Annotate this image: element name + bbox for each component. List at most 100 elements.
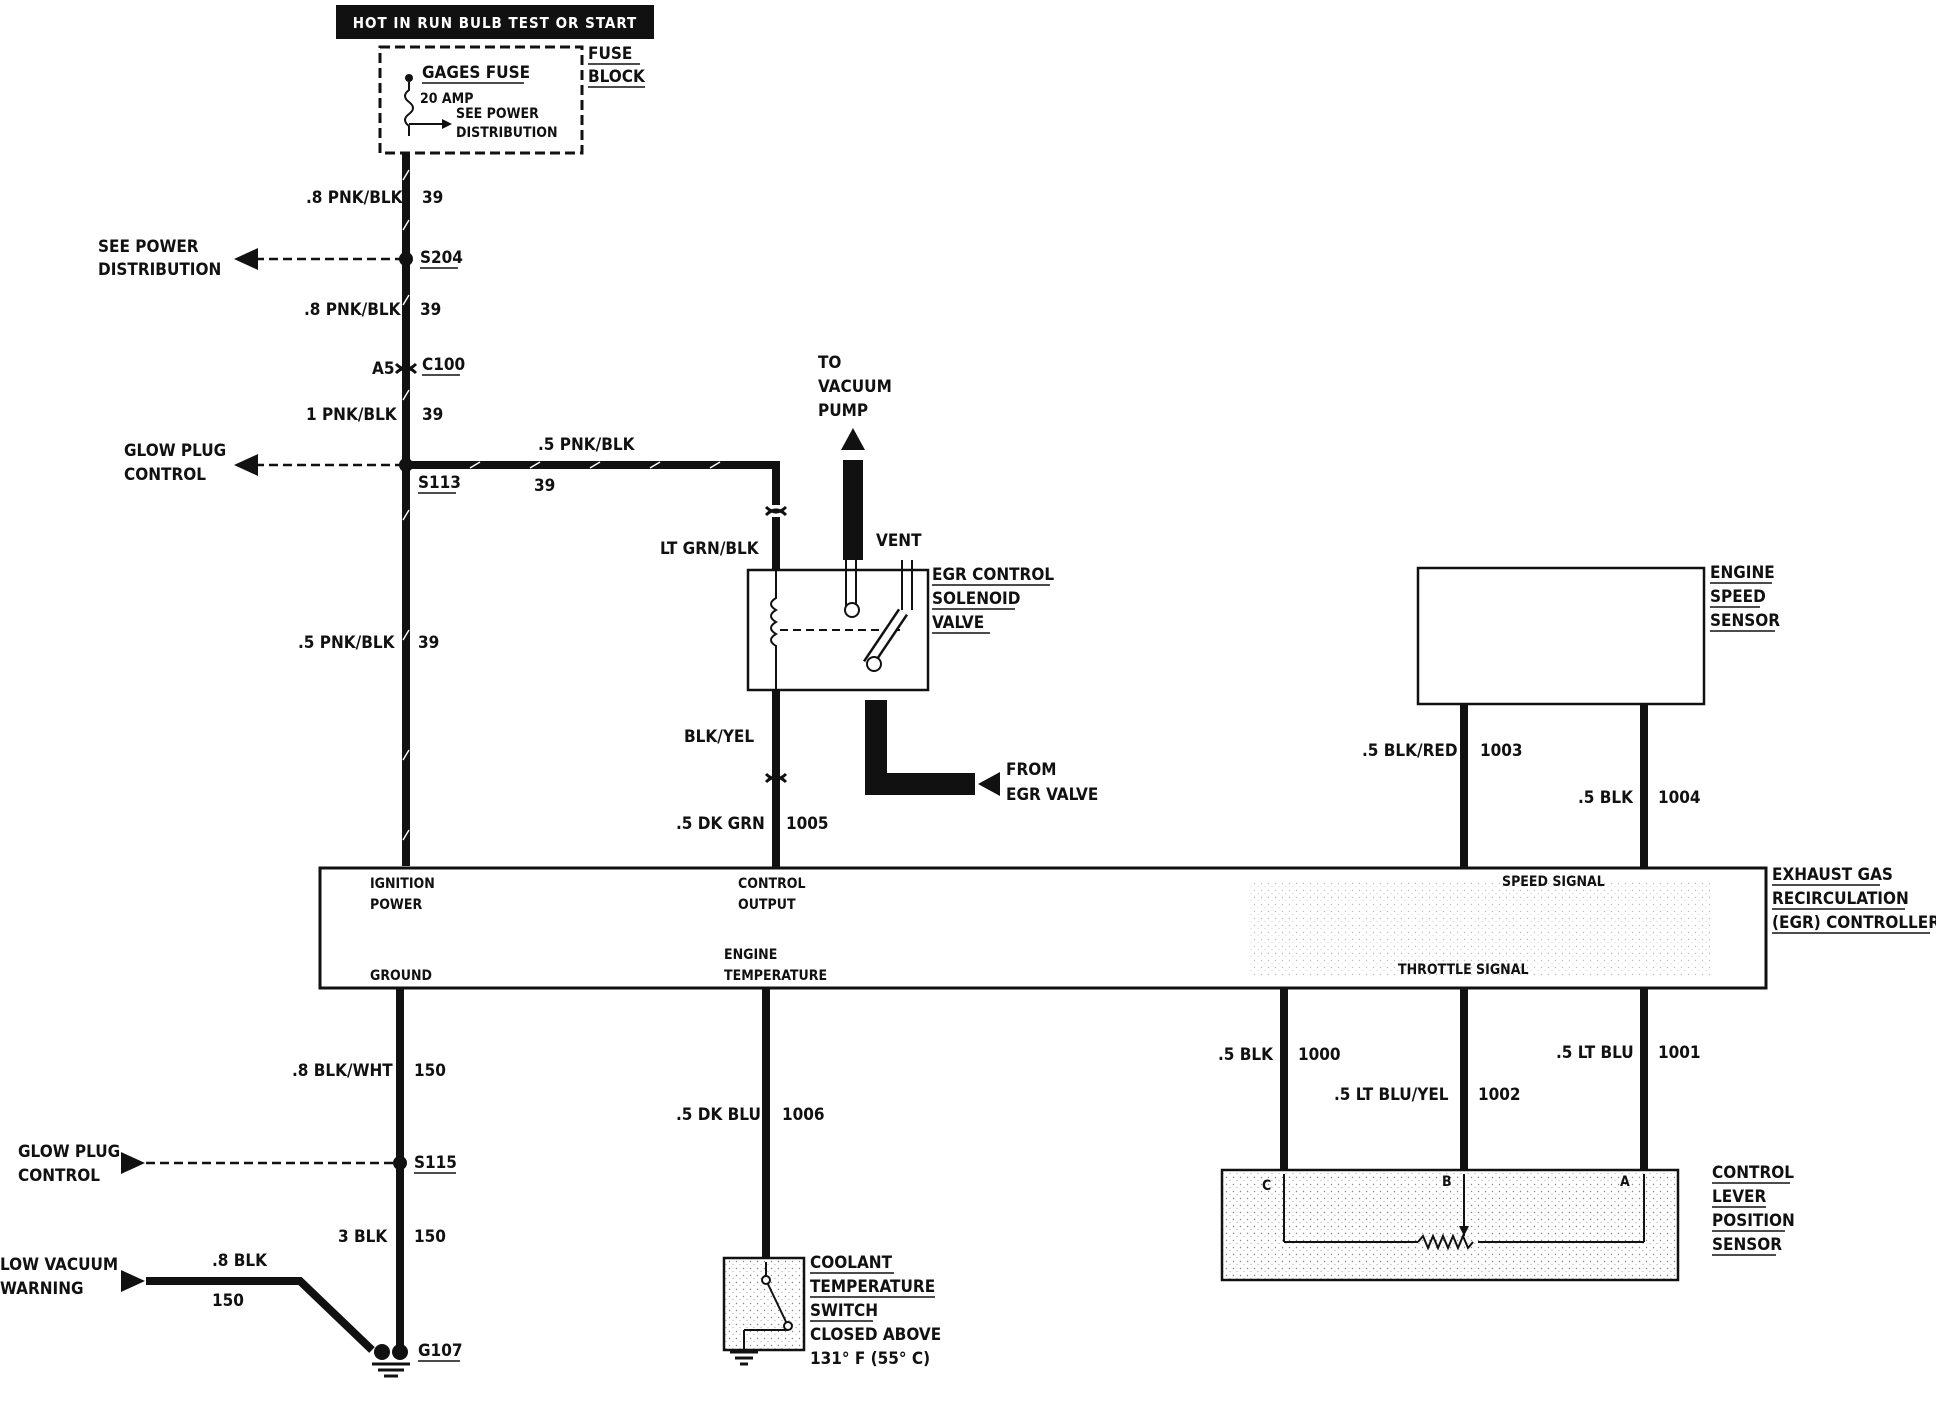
fuse-block-label-2: BLOCK [588, 67, 646, 87]
pin-b-label: B [1442, 1174, 1452, 1190]
wire-label-pnk-blk-4: .5 PNK/BLK [538, 435, 636, 455]
throttle-signal-label: THROTTLE SIGNAL [1398, 962, 1528, 978]
solenoid-connector-bottom [764, 772, 788, 784]
wire-label-8-blk: .8 BLK [212, 1251, 268, 1271]
coolant-label-4: CLOSED ABOVE [810, 1325, 941, 1345]
wire-label-lt-blu: .5 LT BLU [1556, 1043, 1634, 1063]
from-egr-label-2: EGR VALVE [1006, 785, 1098, 805]
control-output-label-1: CONTROL [738, 876, 806, 892]
coolant-label-2: TEMPERATURE [810, 1277, 935, 1297]
speed-sensor-label-3: SENSOR [1710, 611, 1780, 631]
fuse-see-power-2: DISTRIBUTION [456, 125, 558, 141]
gages-fuse-name: GAGES FUSE [422, 63, 530, 83]
controller-label-1: EXHAUST GAS [1772, 865, 1893, 885]
splice-s204-label: S204 [420, 248, 463, 268]
wire-circuit-1006: 1006 [782, 1105, 825, 1125]
speed-sensor-label-1: ENGINE [1710, 563, 1775, 583]
power-distribution-arrow-icon [234, 248, 258, 270]
low-vacuum-arrow-icon [121, 1270, 145, 1292]
wire-circuit-39-3: 39 [422, 405, 443, 425]
fuse-icon [404, 74, 452, 136]
fuse-see-power-1: SEE POWER [456, 106, 539, 122]
wire-label-pnk-blk-2: .8 PNK/BLK [304, 300, 402, 320]
wire-label-3-blk: 3 BLK [338, 1227, 388, 1247]
connector-c100-label: C100 [422, 355, 465, 375]
fuse-block: FUSE BLOCK GAGES FUSE 20 AMP SEE POWER D… [378, 44, 646, 155]
egr-valve-hose [865, 700, 975, 795]
from-egr-label-1: FROM [1006, 760, 1056, 780]
wire-circuit-150-2: 150 [414, 1227, 446, 1247]
splice-s115-label: S115 [414, 1153, 457, 1173]
speed-sensor-label-2: SPEED [1710, 587, 1766, 607]
control-lever-position-sensor [1220, 1168, 1680, 1282]
wire-circuit-1003: 1003 [1480, 741, 1523, 761]
wire-label-lt-grn-blk: LT GRN/BLK [660, 539, 760, 559]
connector-a5-label: A5 [372, 359, 394, 379]
solenoid-label-1: EGR CONTROL [932, 565, 1054, 585]
wire-circuit-1002: 1002 [1478, 1085, 1521, 1105]
ignition-power-label-2: POWER [370, 897, 422, 913]
wire-circuit-1001: 1001 [1658, 1043, 1701, 1063]
ignition-power-label-1: IGNITION [370, 876, 435, 892]
controller-label-2: RECIRCULATION [1772, 889, 1909, 909]
low-vacuum-wire [146, 1277, 375, 1353]
wire-label-blk-1000: .5 BLK [1218, 1045, 1274, 1065]
wire-label-pnk-blk-1: .8 PNK/BLK [306, 188, 404, 208]
wire-circuit-1005: 1005 [786, 814, 829, 834]
engine-speed-sensor [1416, 566, 1706, 706]
glow-plug-label-1a: GLOW PLUG [124, 441, 226, 461]
solenoid-label-3: VALVE [932, 613, 984, 633]
to-vacuum-label-2: VACUUM [818, 377, 892, 397]
wire-label-blk-1004: .5 BLK [1578, 788, 1634, 808]
fuse-rating: 20 AMP [420, 91, 473, 107]
ground-g107-label: G107 [418, 1341, 462, 1361]
see-power-label-2: DISTRIBUTION [98, 260, 221, 280]
glow-plug-arrow-icon-2 [121, 1152, 145, 1174]
see-power-label-1: SEE POWER [98, 237, 199, 257]
wire-stripes-branch [469, 461, 721, 469]
wire-label-blk-yel: BLK/YEL [684, 727, 754, 747]
wire-circuit-39-4: 39 [534, 476, 555, 496]
glow-plug-label-2b: CONTROL [18, 1166, 100, 1186]
egr-control-solenoid-valve [746, 560, 930, 698]
supply-header: HOT IN RUN BULB TEST OR START [336, 5, 654, 39]
glow-plug-label-2a: GLOW PLUG [18, 1142, 120, 1162]
vacuum-pump-arrow-icon [841, 428, 865, 450]
coolant-temperature-switch [722, 1256, 806, 1366]
lever-sensor-label-3: POSITION [1712, 1211, 1795, 1231]
pin-c-label: C [1262, 1178, 1271, 1194]
fuse-block-label-1: FUSE [588, 44, 632, 64]
ground-g107-icon [372, 1344, 410, 1378]
wire-label-pnk-blk-3: 1 PNK/BLK [306, 405, 398, 425]
wire-label-blk-red: .5 BLK/RED [1362, 741, 1458, 761]
coolant-label-5: 131° F (55° C) [810, 1349, 930, 1369]
egr-valve-arrow-icon [978, 772, 1000, 796]
engine-temp-label-1: ENGINE [724, 947, 777, 963]
wire-circuit-39-1: 39 [422, 188, 443, 208]
glow-plug-arrow-icon-1 [234, 454, 258, 476]
glow-plug-label-1b: CONTROL [124, 465, 206, 485]
engine-temp-label-2: TEMPERATURE [724, 968, 827, 984]
low-vacuum-label-1: LOW VACUUM [0, 1255, 118, 1275]
wire-label-lt-blu-yel: .5 LT BLU/YEL [1334, 1085, 1449, 1105]
control-output-label-2: OUTPUT [738, 897, 796, 913]
lever-sensor-label-1: CONTROL [1712, 1163, 1794, 1183]
wire-circuit-39-5: 39 [418, 633, 439, 653]
solenoid-connector-top [764, 505, 788, 517]
lever-sensor-label-4: SENSOR [1712, 1235, 1782, 1255]
pin-a-label: A [1620, 1174, 1630, 1190]
egr-controller [318, 866, 1768, 990]
wire-circuit-150-3: 150 [212, 1291, 244, 1311]
to-vacuum-label-1: TO [818, 353, 841, 373]
coolant-label-1: COOLANT [810, 1253, 893, 1273]
lever-sensor-label-2: LEVER [1712, 1187, 1766, 1207]
wire-circuit-150-1: 150 [414, 1061, 446, 1081]
low-vacuum-label-2: WARNING [0, 1279, 84, 1299]
wire-circuit-1004: 1004 [1658, 788, 1701, 808]
wire-label-blk-wht: .8 BLK/WHT [292, 1061, 393, 1081]
vent-label: VENT [876, 531, 922, 551]
solenoid-feed-wire [406, 461, 780, 505]
wire-circuit-39-2: 39 [420, 300, 441, 320]
splice-s115 [393, 1156, 407, 1170]
coolant-label-3: SWITCH [810, 1301, 878, 1321]
